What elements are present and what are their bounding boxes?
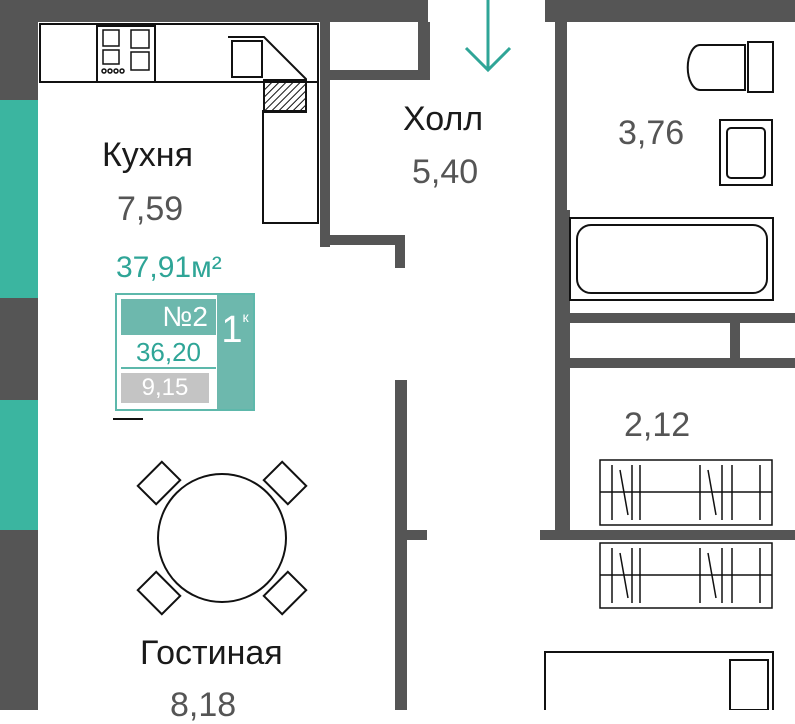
apartment-number: №2 <box>121 299 216 335</box>
room-name-hall: Холл <box>403 100 484 138</box>
dining-table-icon <box>136 460 308 616</box>
room-count: 1к <box>217 295 253 409</box>
kitchen-counter <box>39 23 319 224</box>
total-area: 37,91м² <box>116 251 222 284</box>
stove-icon <box>101 29 150 74</box>
area-without-balcony: 36,20 <box>121 337 216 369</box>
room-area-hall: 5,40 <box>412 153 479 191</box>
apartment-badge: №2 36,20 9,15 1к <box>115 293 255 411</box>
room-count-suffix: к <box>242 309 249 325</box>
wardrobe-icon <box>599 459 773 609</box>
living-area: 9,15 <box>121 373 209 403</box>
room-area-closet: 2,12 <box>624 406 691 444</box>
bathtub-icon <box>569 217 774 301</box>
room-name-living: Гостиная <box>140 634 283 672</box>
entrance-arrow-icon <box>464 0 512 73</box>
room-name-kitchen: Кухня <box>102 136 193 174</box>
room-area-kitchen: 7,59 <box>117 190 184 228</box>
toilet-icon <box>686 41 774 93</box>
room-count-value: 1 <box>221 309 243 351</box>
accent-wall-segments <box>0 100 38 530</box>
room-area-living: 8,18 <box>170 686 237 724</box>
sink-icon <box>719 119 773 186</box>
bed-icon <box>544 651 774 710</box>
room-area-bathroom: 3,76 <box>618 114 685 152</box>
